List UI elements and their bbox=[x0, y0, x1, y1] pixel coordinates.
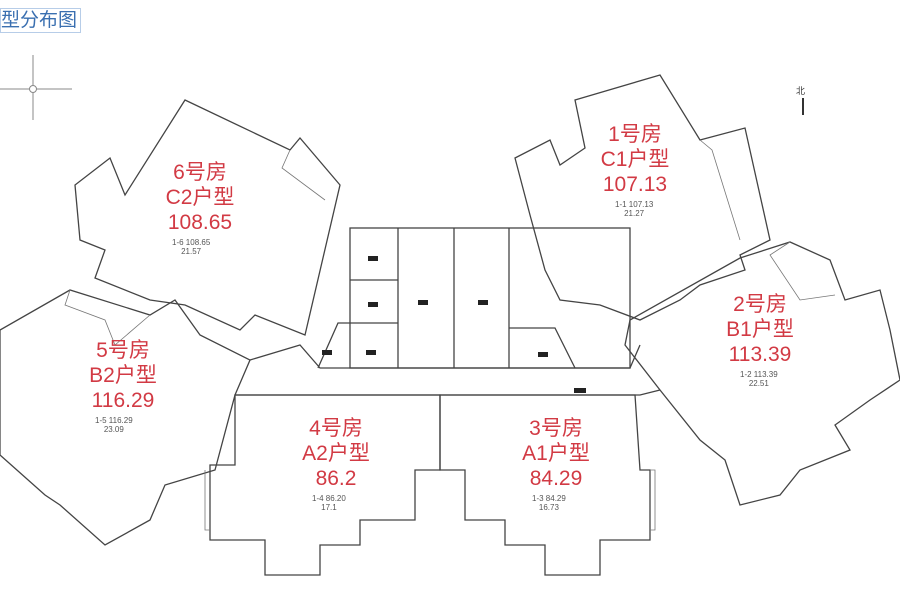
diagram-title: 型分布图 bbox=[0, 8, 82, 33]
room-number: 3号房 bbox=[529, 417, 583, 440]
unit-type: A2户型 bbox=[302, 442, 370, 465]
unit-type: C2户型 bbox=[165, 186, 235, 209]
unit-type: A1户型 bbox=[522, 442, 590, 465]
room-number: 5号房 bbox=[96, 339, 150, 362]
room-number: 6号房 bbox=[173, 161, 227, 184]
unit-type: B1户型 bbox=[726, 318, 794, 341]
unit-area: 108.65 bbox=[167, 211, 233, 234]
room-number: 1号房 bbox=[608, 123, 662, 146]
crosshair-marker bbox=[0, 55, 72, 120]
unit-1-outline bbox=[514, 74, 771, 321]
unit-4-label: 4号房 A2户型 86.2 bbox=[276, 416, 396, 491]
unit-2-outline bbox=[624, 241, 900, 506]
unit-5-outline bbox=[0, 289, 251, 546]
unit-1-label: 1号房 C1户型 107.13 bbox=[575, 122, 695, 197]
room-number: 2号房 bbox=[733, 293, 787, 316]
core-rooms bbox=[317, 227, 631, 393]
unit-area: 116.29 bbox=[91, 389, 155, 412]
unit-area: 84.29 bbox=[529, 467, 583, 490]
unit-area: 107.13 bbox=[602, 173, 668, 196]
unit-5-label: 5号房 B2户型 116.29 bbox=[63, 338, 183, 413]
unit-type: C1户型 bbox=[600, 148, 670, 171]
unit-area: 86.2 bbox=[315, 467, 357, 490]
unit-4-outline bbox=[204, 394, 441, 576]
unit-6-outline bbox=[74, 99, 341, 336]
unit-2-label: 2号房 B1户型 113.39 bbox=[700, 292, 820, 367]
unit-area: 113.39 bbox=[728, 343, 792, 366]
unit-type: B2户型 bbox=[89, 364, 157, 387]
unit-6-label: 6号房 C2户型 108.65 bbox=[140, 160, 260, 235]
corridor-outline bbox=[235, 344, 661, 396]
unit-3-outline bbox=[439, 394, 656, 576]
room-number: 4号房 bbox=[309, 417, 363, 440]
north-label: 北 bbox=[796, 87, 806, 97]
unit-3-label: 3号房 A1户型 84.29 bbox=[496, 416, 616, 491]
